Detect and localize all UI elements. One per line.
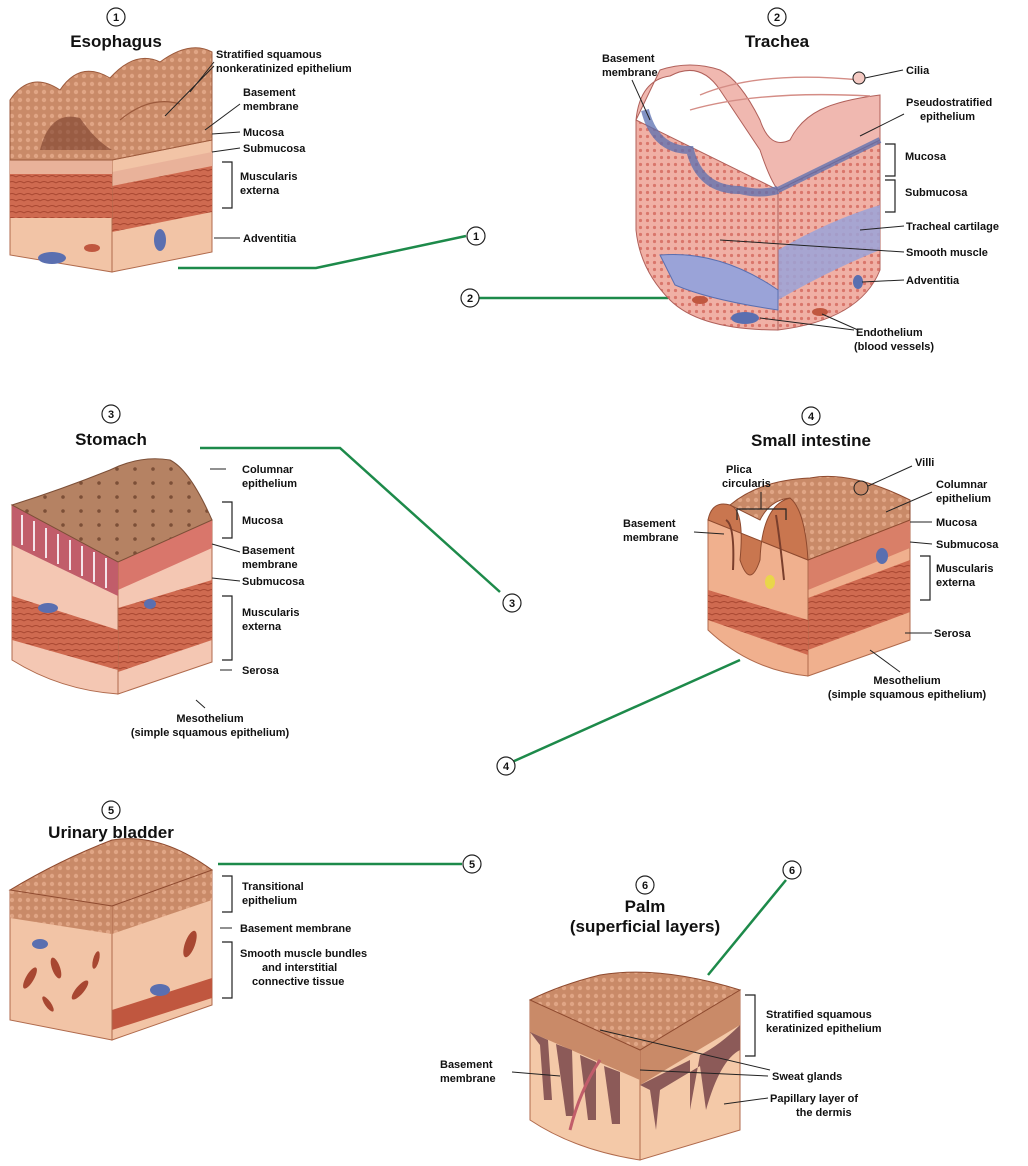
connector-number-6: 6 [789,865,795,877]
trachea-block [636,65,880,330]
stomach-label-columnar-2: epithelium [242,478,297,490]
palm-title: Palm [625,897,666,916]
trachea-label-basement-1: Basement [602,53,655,65]
trachea-number: 2 [774,12,780,24]
connector-number-2: 2 [467,293,473,305]
trachea-label-pseudostratified-2: epithelium [920,111,975,123]
stomach-title: Stomach [75,430,147,449]
esophagus-label-epithelium-2: nonkeratinized epithelium [216,63,352,75]
esophagus-label-mucosa: Mucosa [243,127,285,139]
palm-label-papillary-2: the dermis [796,1107,852,1119]
small-intestine-label-basement-1: Basement [623,518,676,530]
esophagus-title: Esophagus [70,32,162,51]
urinary-bladder-label-transitional-2: epithelium [242,895,297,907]
esophagus-label-muscularis-2: externa [240,185,280,197]
esophagus-label-epithelium-1: Stratified squamous [216,49,322,61]
esophagus-label-submucosa: Submucosa [243,143,306,155]
connector-lines [178,236,786,975]
urinary-bladder-label-smooth-muscle-2: and interstitial [262,962,337,974]
palm-label-sweat-glands: Sweat glands [772,1071,842,1083]
palm-label-epithelium-2: keratinized epithelium [766,1023,882,1035]
esophagus-panel: 1 Esophagus Stratified squamous nonkerat… [10,8,352,272]
urinary-bladder-title: Urinary bladder [48,823,174,842]
stomach-label-basement-1: Basement [242,545,295,557]
small-intestine-label-muscularis-1: Muscularis [936,563,993,575]
trachea-panel: 2 Trachea Basement membrane Cilia Pseudo… [602,8,999,353]
small-intestine-number: 4 [808,411,815,423]
trachea-label-pseudostratified-1: Pseudostratified [906,97,992,109]
trachea-label-endothelium-1: Endothelium [856,327,923,339]
connector-number-3: 3 [509,598,515,610]
trachea-title: Trachea [745,32,810,51]
palm-block [530,972,740,1160]
small-intestine-label-columnar-2: epithelium [936,493,991,505]
stomach-label-mesothelium-1: Mesothelium [176,713,243,725]
esophagus-label-adventitia: Adventitia [243,233,297,245]
stomach-label-mesothelium-2: (simple squamous epithelium) [131,727,290,739]
palm-number: 6 [642,880,648,892]
trachea-label-cilia: Cilia [906,65,930,77]
urinary-bladder-label-smooth-muscle-3: connective tissue [252,976,344,988]
small-intestine-label-plica-2: circularis [722,478,771,490]
small-intestine-label-mesothelium-1: Mesothelium [873,675,940,687]
small-intestine-label-columnar-1: Columnar [936,479,988,491]
small-intestine-title: Small intestine [751,431,871,450]
stomach-label-columnar-1: Columnar [242,464,294,476]
small-intestine-label-villi: Villi [915,457,934,469]
trachea-label-adventitia: Adventitia [906,275,960,287]
stomach-label-muscularis-2: externa [242,621,282,633]
esophagus-label-muscularis-1: Muscularis [240,171,297,183]
urinary-bladder-block [10,839,212,1040]
palm-label-epithelium-1: Stratified squamous [766,1009,872,1021]
palm-subtitle: (superficial layers) [570,917,720,936]
urinary-bladder-label-transitional-1: Transitional [242,881,304,893]
esophagus-label-basement-1: Basement [243,87,296,99]
urinary-bladder-number: 5 [108,805,114,817]
small-intestine-label-basement-2: membrane [623,532,679,544]
esophagus-number: 1 [113,12,119,24]
small-intestine-label-submucosa: Submucosa [936,539,999,551]
connector-number-4: 4 [503,761,510,773]
palm-label-basement-1: Basement [440,1059,493,1071]
stomach-label-muscularis-1: Muscularis [242,607,299,619]
stomach-block [12,459,212,694]
urinary-bladder-label-basement: Basement membrane [240,923,351,935]
urinary-bladder-label-smooth-muscle-1: Smooth muscle bundles [240,948,367,960]
trachea-label-submucosa: Submucosa [905,187,968,199]
stomach-label-serosa: Serosa [242,665,280,677]
trachea-label-endothelium-2: (blood vessels) [854,341,934,353]
palm-label-basement-2: membrane [440,1073,496,1085]
esophagus-label-basement-2: membrane [243,101,299,113]
stomach-number: 3 [108,409,114,421]
small-intestine-label-serosa: Serosa [934,628,972,640]
palm-label-papillary-1: Papillary layer of [770,1093,858,1105]
stomach-label-mucosa: Mucosa [242,515,284,527]
connector-number-1: 1 [473,231,479,243]
palm-panel: 6 Palm (superficial layers) Stratified s… [440,876,882,1160]
small-intestine-block [708,476,910,676]
small-intestine-panel: 4 Small intestine Plica circularis Villi… [623,407,999,701]
small-intestine-label-plica-1: Plica [726,464,753,476]
esophagus-block [10,48,212,272]
stomach-panel: 3 Stomach Columnar epithelium [12,405,305,739]
small-intestine-label-muscularis-2: externa [936,577,976,589]
connector-number-5: 5 [469,859,475,871]
stomach-label-basement-2: membrane [242,559,298,571]
urinary-bladder-panel: 5 Urinary bladder Transitional [10,801,367,1040]
trachea-label-smooth-muscle: Smooth muscle [906,247,988,259]
trachea-label-basement-2: membrane [602,67,658,79]
trachea-label-cartilage: Tracheal cartilage [906,221,999,233]
stomach-label-submucosa: Submucosa [242,576,305,588]
small-intestine-label-mucosa: Mucosa [936,517,978,529]
small-intestine-label-mesothelium-2: (simple squamous epithelium) [828,689,987,701]
trachea-label-mucosa: Mucosa [905,151,947,163]
